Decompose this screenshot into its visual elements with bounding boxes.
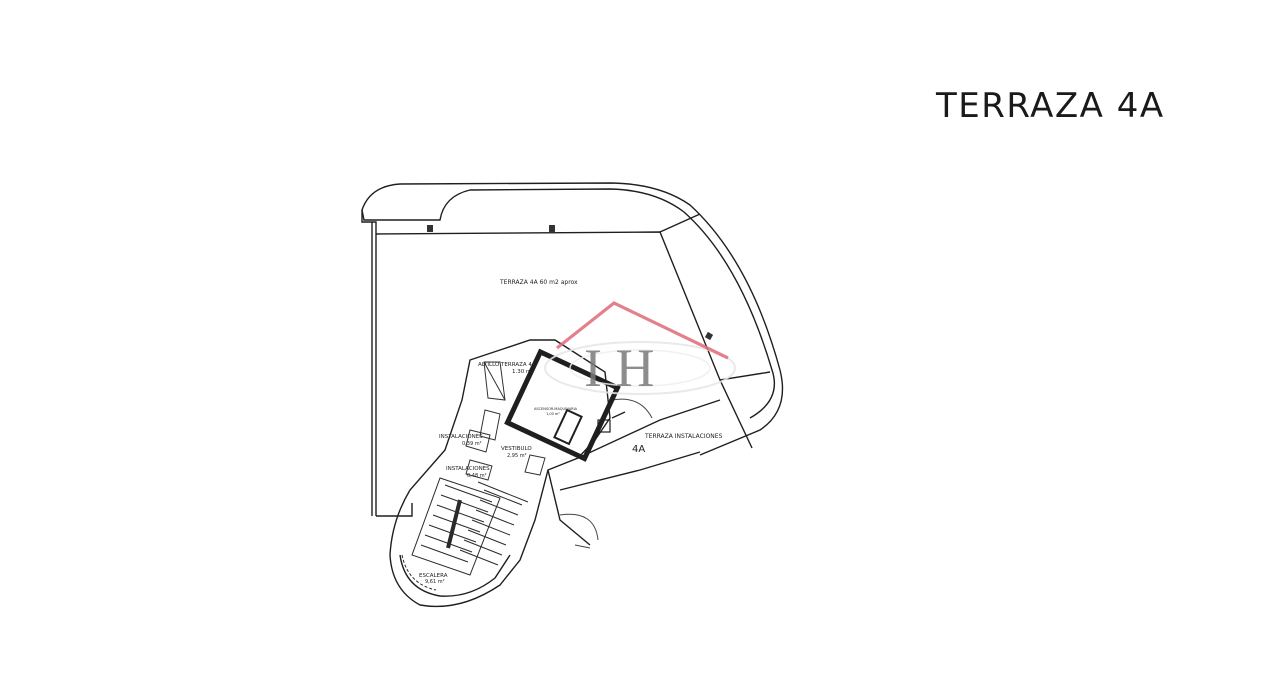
staircase xyxy=(401,477,529,591)
elevator-core xyxy=(504,348,621,462)
small-rooms xyxy=(465,361,546,481)
label-instalaciones-2-area: 0,48 m² xyxy=(467,473,487,479)
label-vestibulo: VESTIBULO xyxy=(501,446,532,452)
pillars xyxy=(427,225,714,341)
door-swings xyxy=(559,398,653,549)
label-escalera: ESCALERA xyxy=(419,573,448,579)
label-altillo: ALTILLO TERRAZA 4A xyxy=(478,362,536,368)
label-instalaciones-1: INSTALACIONES xyxy=(439,434,483,440)
label-unit-tag: 4A xyxy=(632,444,645,455)
label-terraza-instalaciones: TERRAZA INSTALACIONES xyxy=(644,433,723,440)
label-terraza: TERRAZA 4A 60 m2 aprox xyxy=(499,279,578,286)
label-vestibulo-area: 2,95 m² xyxy=(507,453,527,459)
roof-logo-icon xyxy=(556,301,729,360)
label-instalaciones-1-area: 0,39 m² xyxy=(462,441,482,447)
watermark-logo: I H xyxy=(544,301,736,398)
label-altillo-area: 1.30 m² xyxy=(512,368,534,375)
label-escalera-area: 9,61 m² xyxy=(425,579,445,585)
label-instalaciones-2: INSTALACIONES xyxy=(446,466,490,472)
outer-walls xyxy=(361,182,784,608)
room-labels: TERRAZA 4A 60 m2 aprox ALTILLO TERRAZA 4… xyxy=(419,279,723,585)
watermark-letters: I H xyxy=(584,338,654,398)
label-ascensor-sub: 1,00 m² xyxy=(546,412,560,416)
page-title: TERRAZA 4A xyxy=(936,86,1165,126)
label-ascensor: ASCENSOR-MAQUINARIA xyxy=(534,407,578,411)
